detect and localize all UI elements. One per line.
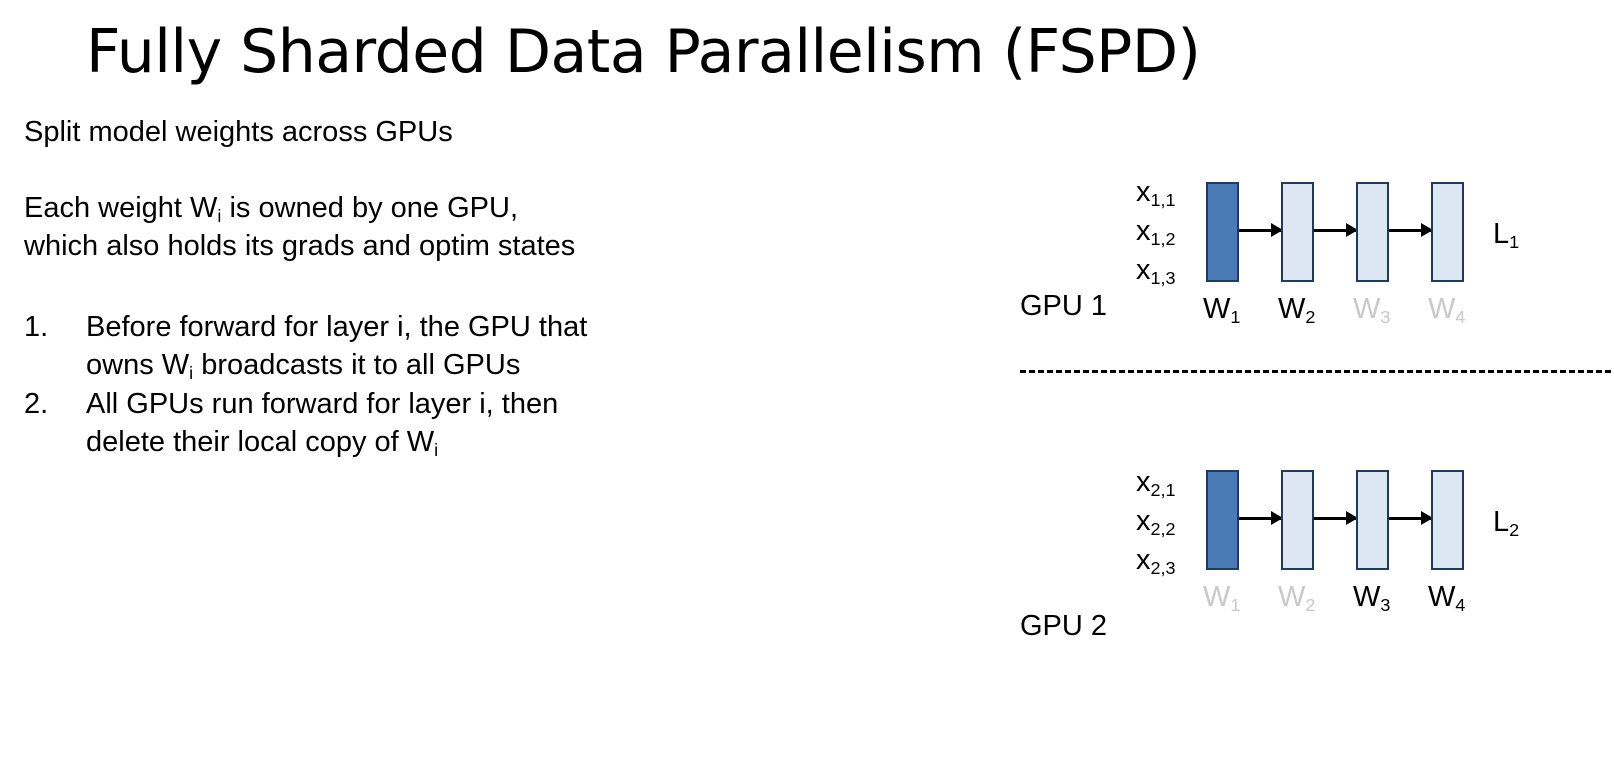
gpu-1-layer-4-box <box>1431 182 1464 282</box>
gpu-2-layer-2-box <box>1281 470 1314 570</box>
gpu-1-label: GPU 1 <box>1020 290 1108 322</box>
ownership-line-1: Each weight Wi is owned by one GPU, <box>24 189 518 228</box>
gpu-2-input-1-base: x <box>1136 466 1151 498</box>
intro-text: Split model weights across GPUs <box>24 116 453 148</box>
gpu-1-input-3: x1,3 <box>1136 254 1176 289</box>
gpu-divider <box>1020 370 1614 373</box>
gpu-1-weight-2-label-base: W <box>1278 293 1306 325</box>
gpu-2-weight-3-label-base: W <box>1353 581 1381 613</box>
subscript: i <box>189 363 194 384</box>
gpu-2-weight-2-label: W2 <box>1278 581 1316 616</box>
subscript: i <box>434 440 439 461</box>
step-text: broadcasts it to all GPUs <box>193 349 521 381</box>
step-2-line-1: All GPUs run forward for layer i, then <box>86 388 559 420</box>
gpu-2-weight-1-label: W1 <box>1203 581 1241 616</box>
gpu-1-weight-4-label-base: W <box>1428 293 1456 325</box>
gpu-2-input-2: x2,2 <box>1136 505 1176 540</box>
gpu-2-weight-4-label: W4 <box>1428 581 1466 616</box>
step-text: owns W <box>86 349 190 381</box>
gpu-2-input-2-base: x <box>1136 505 1151 537</box>
gpu-2-weight-1-label-base: W <box>1203 581 1231 613</box>
gpu-1-weight-1-label-base: W <box>1203 293 1231 325</box>
gpu-1-input-2-subscript: 1,2 <box>1150 229 1176 250</box>
step-number-2: 2. <box>24 388 49 420</box>
gpu-2-weight-4-label-subscript: 4 <box>1455 595 1466 616</box>
gpu-1-loss-subscript: 1 <box>1509 232 1520 253</box>
gpu-1-arrow-3 <box>1389 223 1433 237</box>
gpu-2-label: GPU 2 <box>1020 610 1108 642</box>
gpu-2-input-3-subscript: 2,3 <box>1150 558 1176 579</box>
gpu-2-loss-subscript: 2 <box>1509 520 1520 541</box>
gpu-1-input-1: x1,1 <box>1136 176 1176 211</box>
step-1-line-1: Before forward for layer i, the GPU that <box>86 311 588 343</box>
gpu-2-input-1: x2,1 <box>1136 466 1176 501</box>
gpu-2-input-3-base: x <box>1136 544 1151 576</box>
gpu-2-weight-3-label-subscript: 3 <box>1380 595 1391 616</box>
gpu-1-weight-1-label-subscript: 1 <box>1230 307 1241 328</box>
gpu-1-arrow-1 <box>1239 223 1283 237</box>
gpu-1-weight-4-label: W4 <box>1428 293 1466 328</box>
page-title: Fully Sharded Data Parallelism (FSPD) <box>86 17 1201 87</box>
gpu-1-weight-3-label-base: W <box>1353 293 1381 325</box>
gpu-2-weight-2-label-base: W <box>1278 581 1306 613</box>
gpu-2-input-2-subscript: 2,2 <box>1150 519 1176 540</box>
gpu-1-layer-1-box <box>1206 182 1239 282</box>
gpu-2-weight-4-label-base: W <box>1428 581 1456 613</box>
gpu-2-layer-1-box <box>1206 470 1239 570</box>
gpu-1-input-2-base: x <box>1136 215 1151 247</box>
gpu-1-arrow-2 <box>1314 223 1358 237</box>
gpu-1-weight-4-label-subscript: 4 <box>1455 307 1466 328</box>
step-1-line-2: owns Wi broadcasts it to all GPUs <box>86 346 520 385</box>
ownership-text: Each weight W <box>24 192 218 224</box>
gpu-2-arrow-2 <box>1314 511 1358 525</box>
ownership-text: is owned by one GPU, <box>221 192 519 224</box>
gpu-2-weight-3-label: W3 <box>1353 581 1391 616</box>
subscript: i <box>217 206 222 227</box>
gpu-1-input-1-base: x <box>1136 176 1151 208</box>
step-2-line-2: delete their local copy of Wi <box>86 423 438 462</box>
gpu-1-loss: L1 <box>1493 218 1520 253</box>
gpu-1-layer-2-box <box>1281 182 1314 282</box>
gpu-2-weight-1-label-subscript: 1 <box>1230 595 1241 616</box>
gpu-1-weight-3-label: W3 <box>1353 293 1391 328</box>
gpu-1-weight-3-label-subscript: 3 <box>1380 307 1391 328</box>
gpu-1-input-2: x1,2 <box>1136 215 1176 250</box>
gpu-1-loss-base: L <box>1493 218 1510 250</box>
gpu-2-layer-3-box <box>1356 470 1389 570</box>
gpu-2-arrow-1 <box>1239 511 1283 525</box>
gpu-2-loss-base: L <box>1493 506 1510 538</box>
gpu-2-layer-4-box <box>1431 470 1464 570</box>
gpu-1-input-3-base: x <box>1136 254 1151 286</box>
gpu-1-input-1-subscript: 1,1 <box>1150 190 1176 211</box>
step-number-1: 1. <box>24 311 49 343</box>
gpu-2-input-3: x2,3 <box>1136 544 1176 579</box>
gpu-1-weight-2-label: W2 <box>1278 293 1316 328</box>
gpu-1-weight-2-label-subscript: 2 <box>1305 307 1316 328</box>
step-text: delete their local copy of W <box>86 426 435 458</box>
gpu-1-layer-3-box <box>1356 182 1389 282</box>
gpu-1-weight-1-label: W1 <box>1203 293 1241 328</box>
gpu-2-loss: L2 <box>1493 506 1520 541</box>
gpu-2-arrow-3 <box>1389 511 1433 525</box>
gpu-1-input-3-subscript: 1,3 <box>1150 268 1176 289</box>
ownership-line-2: which also holds its grads and optim sta… <box>24 230 576 262</box>
gpu-2-input-1-subscript: 2,1 <box>1150 480 1176 501</box>
gpu-2-weight-2-label-subscript: 2 <box>1305 595 1316 616</box>
